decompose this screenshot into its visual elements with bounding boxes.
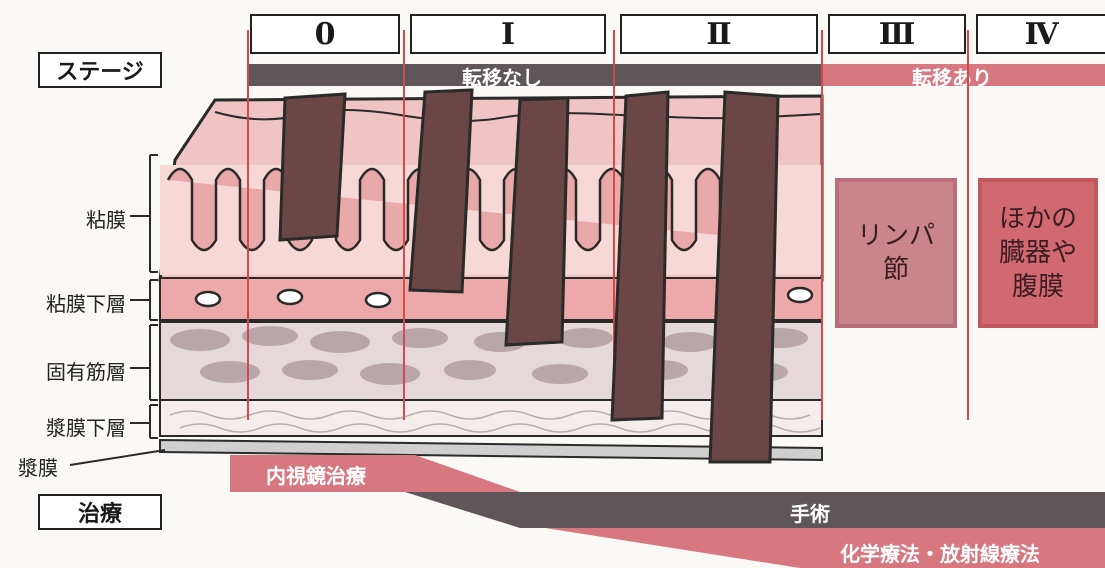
layer-label-submucosa: 粘膜下層 bbox=[0, 288, 126, 317]
endoscopic-treatment-label: 内視鏡治療 bbox=[266, 460, 366, 489]
tumor-stage-0 bbox=[280, 94, 345, 240]
chemo-radio-label: 化学療法・放射線療法 bbox=[840, 538, 1040, 567]
layer-label-serosa: 漿膜 bbox=[0, 452, 58, 481]
lymph-node-box: リンパ 節 bbox=[835, 178, 957, 328]
layer-label-mucosa: 粘膜 bbox=[0, 204, 126, 233]
other-organs-box: ほかの 臓器や 腹膜 bbox=[978, 178, 1098, 328]
surgery-bar bbox=[405, 492, 1105, 528]
layer-label-muscularis: 固有筋層 bbox=[0, 356, 126, 385]
surgery-label: 手術 bbox=[790, 498, 830, 527]
layer-label-subserosa: 漿膜下層 bbox=[0, 412, 126, 441]
